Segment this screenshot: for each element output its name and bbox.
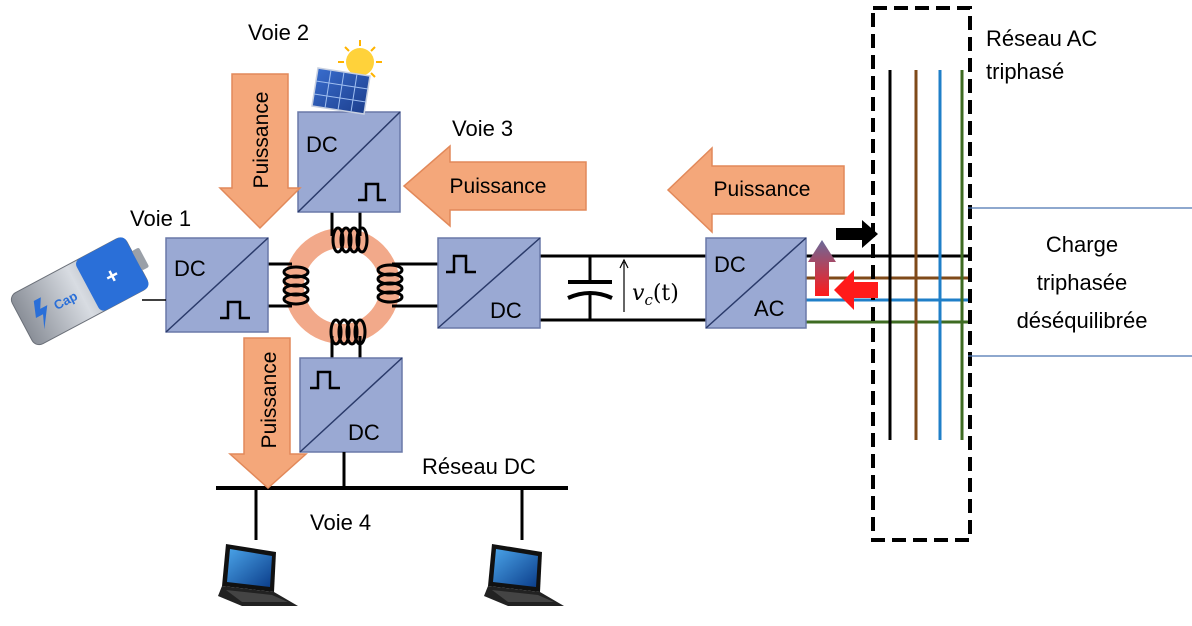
lightning-icon xyxy=(33,297,48,330)
converter-voie1: DC xyxy=(165,237,269,333)
power-arrow-voie4: Puissance xyxy=(228,337,308,490)
winding-wires xyxy=(268,212,438,358)
converter-voie2: DC xyxy=(297,111,401,213)
laptop-icon xyxy=(218,544,298,606)
converter-voie2-ac-symbol xyxy=(358,182,386,202)
bottom-winding-coil xyxy=(329,318,367,346)
power-arrow-voie4-label: Puissance xyxy=(258,352,281,449)
reactive-power-arrow xyxy=(808,240,836,296)
power-arrow-ac-label: Puissance xyxy=(714,178,811,201)
red-current-arrow xyxy=(834,270,878,310)
voie2-label: Voie 2 xyxy=(248,20,309,45)
converter-voie1-ac-symbol xyxy=(220,300,250,320)
converter-voie3-ac-symbol xyxy=(446,254,476,274)
voie4-label: Voie 4 xyxy=(310,510,371,535)
laptop-icon xyxy=(484,544,564,606)
top-winding-coil xyxy=(331,226,369,254)
converter-voie4-ac-symbol xyxy=(310,370,340,390)
dc-network-label: Réseau DC xyxy=(422,454,536,479)
converter-voie2-dc-label: DC xyxy=(306,132,338,157)
dc-link-wires xyxy=(540,254,708,322)
load-label-line1: Charge xyxy=(1046,232,1118,257)
left-winding-coil xyxy=(282,265,310,306)
converter-voie4-dc-label: DC xyxy=(348,420,380,445)
power-arrow-voie3: Puissance xyxy=(402,144,587,228)
ac-grid-dashed-box xyxy=(871,6,972,542)
converter-voie4: DC xyxy=(299,357,403,453)
load-label-line3: déséquilibrée xyxy=(1017,308,1148,333)
black-current-arrow xyxy=(836,220,878,248)
ac-grid-label-line1: Réseau AC xyxy=(986,26,1097,51)
power-arrow-voie2: Puissance xyxy=(218,73,302,230)
power-arrow-voie2-label: Puissance xyxy=(250,92,273,189)
solar-panel-icon xyxy=(311,40,382,115)
voie1-label: Voie 1 xyxy=(130,206,191,231)
capacitor-voltage-label: vc(t) xyxy=(632,281,679,309)
ac-grid-label-line2: triphasé xyxy=(986,59,1064,84)
load-label-line2: triphasée xyxy=(1037,270,1128,295)
voie3-label: Voie 3 xyxy=(452,116,513,141)
converter-voie3: DC xyxy=(437,237,541,329)
converter-voie1-dc-label: DC xyxy=(174,256,206,281)
converter-dc-ac: DC AC xyxy=(705,237,807,329)
power-arrow-voie3-label: Puissance xyxy=(450,175,547,198)
power-arrow-ac: Puissance xyxy=(666,146,845,234)
dc-network-bus xyxy=(216,452,568,540)
converter-voie3-dc-label: DC xyxy=(490,298,522,323)
converter-dc-ac-dc-label: DC xyxy=(714,252,746,277)
ac-phase-wires xyxy=(806,254,968,324)
ac-grid-phase-bars xyxy=(888,70,964,440)
battery-icon: + Cap xyxy=(10,237,166,346)
load-brackets xyxy=(968,207,1192,357)
converter-dc-ac-ac-label: AC xyxy=(754,296,785,321)
right-winding-coil xyxy=(376,263,404,304)
